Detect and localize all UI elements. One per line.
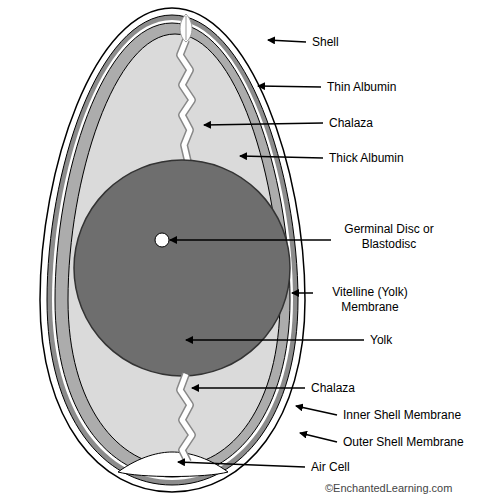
part-label: Chalaza <box>311 381 355 396</box>
leader-lines <box>170 40 364 467</box>
part-label: Thick Albumin <box>329 151 404 166</box>
part-label: Air Cell <box>311 460 350 475</box>
part-label: Yolk <box>370 333 392 348</box>
part-label: Inner Shell Membrane <box>343 408 461 423</box>
copyright-note: ©EnchantedLearning.com <box>325 481 452 496</box>
part-label: Vitelline (Yolk) Membrane <box>318 285 422 315</box>
part-label: Outer Shell Membrane <box>343 435 464 450</box>
part-label: Shell <box>312 35 339 50</box>
part-label: Chalaza <box>329 116 373 131</box>
part-label: Thin Albumin <box>327 80 396 95</box>
part-label: Germinal Disc or Blastodisc <box>337 222 441 252</box>
